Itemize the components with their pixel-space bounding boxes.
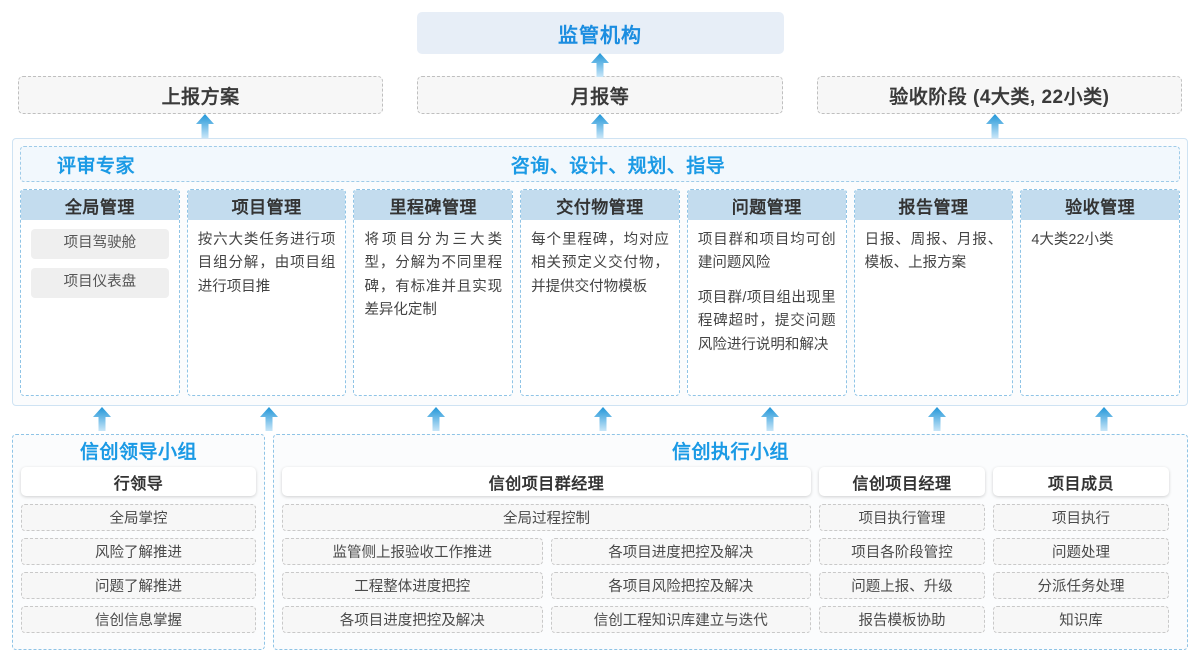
up-arrow-icon (93, 407, 111, 433)
arrow-row-middle-bottom (0, 406, 1200, 434)
list-item[interactable]: 问题上报、升级 (819, 572, 985, 599)
column-paragraph: 每个里程碑，均对应相关预定义交付物，并提供交付物模板 (531, 232, 669, 295)
list-item[interactable]: 信创信息掌握 (21, 606, 256, 633)
column-header: 项目管理 (187, 190, 346, 220)
group-execution: 信创执行小组 信创项目群经理 全局过程控制 监管侧上报验收工作推进 各项目进度把… (273, 434, 1188, 650)
doc-box-acceptance-stage: 验收阶段 (4大类, 22小类) (816, 76, 1182, 114)
list-item[interactable]: 各项目风险把控及解决 (550, 572, 811, 599)
execution-subcolumns: 信创项目群经理 全局过程控制 监管侧上报验收工作推进 各项目进度把控及解决 工程… (282, 467, 1179, 640)
column-header: 全局管理 (21, 190, 179, 220)
column-body: 项目群和项目均可创建问题风险 项目群/项目组出现里程碑超时，提交问题风险进行说明… (688, 220, 846, 366)
column-header: 里程碑管理 (354, 190, 513, 220)
column-body: 每个里程碑，均对应相关预定义交付物，并提供交付物模板 (521, 220, 679, 308)
top-section: 监管机构 上报方案 月报等 验收阶段 (4大类, 22小类) (0, 0, 1200, 138)
up-arrow-icon (594, 407, 612, 433)
list-item[interactable]: 风险了解推进 (21, 538, 256, 565)
role-band-center-label: 咨询、设计、规划、指导 (510, 155, 726, 177)
group-leading: 信创领导小组 行领导 全局掌控 风险了解推进 问题了解推进 信创信息掌握 (12, 434, 265, 650)
subcolumn-project-member: 项目成员 项目执行 问题处理 分派任务处理 知识库 (993, 467, 1169, 640)
column-project-management[interactable]: 项目管理 按六大类任务进行项目组分解，由项目组进行项目推 (186, 189, 347, 396)
middle-section: 评审专家 咨询、设计、规划、指导 全局管理 项目驾驶舱 项目仪表盘 项目管理 按… (12, 138, 1188, 406)
column-paragraph: 日报、周报、月报、模板、上报方案 (864, 232, 1003, 272)
column-paragraph: 4大类22小类 (1031, 232, 1114, 248)
list-item[interactable]: 问题处理 (993, 538, 1169, 565)
arrow-row-documents (0, 114, 1200, 138)
item-pair-row: 各项目进度把控及解决 信创工程知识库建立与迭代 (282, 606, 811, 640)
management-columns: 全局管理 项目驾驶舱 项目仪表盘 项目管理 按六大类任务进行项目组分解，由项目组… (20, 189, 1181, 396)
list-item[interactable]: 全局掌控 (21, 504, 256, 531)
regulator-row: 监管机构 (0, 0, 1200, 54)
column-body: 项目驾驶舱 项目仪表盘 (21, 220, 179, 316)
doc-box-monthly-report: 月报等 (417, 76, 783, 114)
item-pair-row: 工程整体进度把控 各项目风险把控及解决 (282, 572, 811, 606)
column-header: 报告管理 (854, 190, 1013, 220)
subcolumn-program-manager: 信创项目群经理 全局过程控制 监管侧上报验收工作推进 各项目进度把控及解决 工程… (282, 467, 811, 640)
arrow-row-top (0, 53, 1200, 79)
column-paragraph: 项目群/项目组出现里程碑超时，提交问题风险进行说明和解决 (697, 289, 836, 353)
list-item[interactable]: 各项目进度把控及解决 (550, 538, 811, 565)
up-arrow-icon (196, 114, 214, 140)
documents-row: 上报方案 月报等 验收阶段 (4大类, 22小类) (0, 76, 1200, 114)
list-item[interactable]: 信创工程知识库建立与迭代 (550, 606, 811, 633)
item-pair-row: 监管侧上报验收工作推进 各项目进度把控及解决 (282, 538, 811, 572)
role-head-card[interactable]: 信创项目群经理 (282, 467, 811, 496)
up-arrow-icon (761, 407, 779, 433)
up-arrow-icon (427, 407, 445, 433)
group-title: 信创领导小组 (79, 442, 197, 463)
up-arrow-icon (986, 114, 1004, 140)
role-band-left-label: 评审专家 (57, 155, 136, 177)
up-arrow-icon (591, 53, 609, 79)
bottom-section: 信创领导小组 行领导 全局掌控 风险了解推进 问题了解推进 信创信息掌握 信创执… (12, 434, 1188, 650)
doc-box-plan-report: 上报方案 (18, 76, 384, 114)
list-item[interactable]: 全局过程控制 (282, 504, 811, 531)
group-title: 信创执行小组 (671, 442, 789, 463)
leading-items: 全局掌控 风险了解推进 问题了解推进 信创信息掌握 (21, 504, 256, 633)
role-head-card[interactable]: 行领导 (21, 467, 256, 496)
doc-spacer-1 (383, 76, 417, 114)
list-item[interactable]: 工程整体进度把控 (282, 572, 543, 599)
list-item[interactable]: 分派任务处理 (993, 572, 1169, 599)
role-head-card[interactable]: 信创项目经理 (819, 467, 985, 496)
column-milestone-management[interactable]: 里程碑管理 将项目分为三大类型，分解为不同里程碑，有标准并且实现差异化定制 (353, 189, 514, 396)
chip-item[interactable]: 项目仪表盘 (31, 268, 169, 298)
column-issue-management[interactable]: 问题管理 项目群和项目均可创建问题风险 项目群/项目组出现里程碑超时，提交问题风… (686, 189, 847, 396)
doc-spacer-2 (783, 76, 817, 114)
column-body: 4大类22小类 (1021, 220, 1179, 261)
column-header: 问题管理 (687, 190, 846, 220)
column-body: 日报、周报、月报、模板、上报方案 (855, 220, 1013, 285)
column-acceptance-management[interactable]: 验收管理 4大类22小类 (1020, 189, 1181, 396)
list-item[interactable]: 项目执行 (993, 504, 1169, 531)
column-header: 交付物管理 (521, 190, 679, 220)
column-body: 将项目分为三大类型，分解为不同里程碑，有标准并且实现差异化定制 (354, 220, 512, 332)
column-body: 按六大类任务进行项目组分解，由项目组进行项目推 (188, 220, 346, 308)
column-paragraph: 按六大类任务进行项目组分解，由项目组进行项目推 (197, 232, 336, 295)
list-item[interactable]: 项目各阶段管控 (819, 538, 985, 565)
column-global-management[interactable]: 全局管理 项目驾驶舱 项目仪表盘 (20, 189, 180, 396)
role-band: 评审专家 咨询、设计、规划、指导 (20, 146, 1180, 182)
up-arrow-icon (260, 407, 278, 433)
column-paragraph: 将项目分为三大类型，分解为不同里程碑，有标准并且实现差异化定制 (364, 232, 503, 319)
list-item[interactable]: 监管侧上报验收工作推进 (282, 538, 543, 565)
up-arrow-icon (928, 407, 946, 433)
list-item[interactable]: 问题了解推进 (21, 572, 256, 599)
list-item[interactable]: 项目执行管理 (819, 504, 985, 531)
list-item[interactable]: 报告模板协助 (819, 606, 985, 633)
list-item[interactable]: 各项目进度把控及解决 (282, 606, 543, 633)
column-paragraph: 项目群和项目均可创建问题风险 (697, 232, 836, 272)
column-report-management[interactable]: 报告管理 日报、周报、月报、模板、上报方案 (853, 189, 1014, 396)
up-arrow-icon (591, 114, 609, 140)
up-arrow-icon (1095, 407, 1113, 433)
chip-item[interactable]: 项目驾驶舱 (31, 229, 169, 259)
subcolumn-project-manager: 信创项目经理 项目执行管理 项目各阶段管控 问题上报、升级 报告模板协助 (819, 467, 985, 640)
column-deliverable-management[interactable]: 交付物管理 每个里程碑，均对应相关预定义交付物，并提供交付物模板 (520, 189, 680, 396)
list-item[interactable]: 知识库 (993, 606, 1169, 633)
regulator-box: 监管机构 (416, 12, 784, 54)
column-header: 验收管理 (1021, 190, 1180, 220)
role-head-card[interactable]: 项目成员 (993, 467, 1169, 496)
